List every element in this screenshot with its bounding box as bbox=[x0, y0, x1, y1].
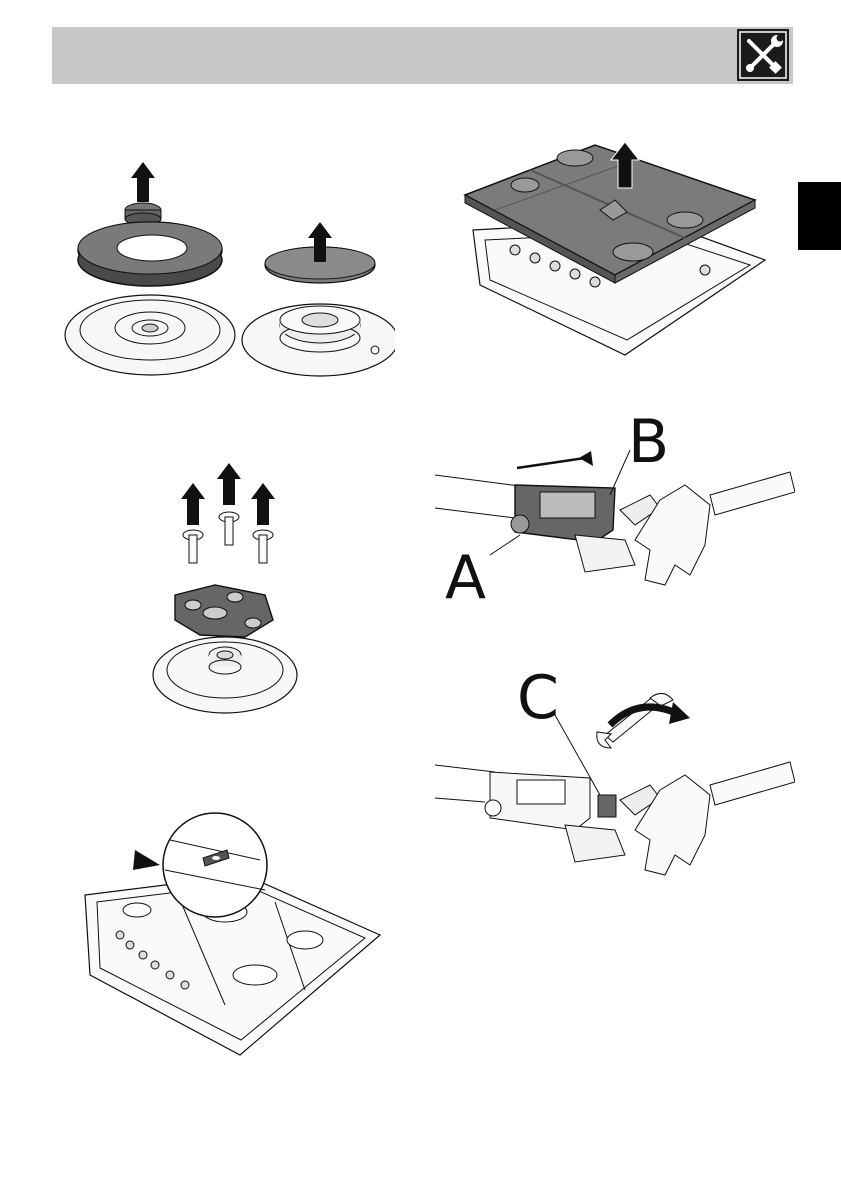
illustration-wrench-valve bbox=[435, 690, 795, 885]
wrench-screwdriver-icon bbox=[737, 29, 789, 81]
callout-leader-lines-ab bbox=[480, 450, 660, 560]
header-bar bbox=[52, 27, 793, 84]
illustration-screw-removal bbox=[145, 455, 305, 720]
section-tab bbox=[798, 182, 841, 250]
illustration-hob-lift bbox=[455, 140, 775, 360]
illustration-burner-removal bbox=[55, 150, 395, 385]
illustration-hob-detail bbox=[75, 800, 385, 1060]
callout-label-c: C bbox=[517, 668, 559, 728]
